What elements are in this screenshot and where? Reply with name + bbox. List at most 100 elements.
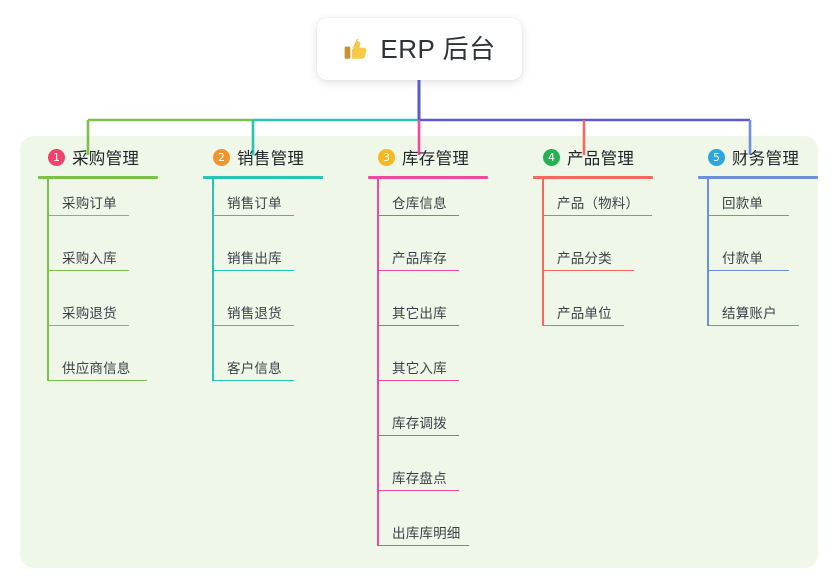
- list-item-underline: [377, 489, 459, 492]
- column-items: 采购订单采购入库采购退货供应商信息: [38, 178, 158, 399]
- list-item-underline: [212, 379, 294, 382]
- column-items: 销售订单销售出库销售退货客户信息: [203, 178, 323, 399]
- column-header-2[interactable]: 2 销售管理: [203, 146, 323, 168]
- list-item-label: 产品库存: [392, 250, 447, 266]
- list-item-underline: [47, 324, 129, 327]
- list-item-label: 供应商信息: [62, 360, 131, 376]
- thumbs-up-icon: [343, 36, 369, 62]
- list-item[interactable]: 产品分类: [533, 234, 673, 289]
- list-item-underline: [47, 379, 147, 382]
- list-item[interactable]: 采购退货: [38, 289, 178, 344]
- content-panel: [20, 136, 818, 568]
- column-spine: [707, 178, 709, 325]
- list-item[interactable]: 采购入库: [38, 234, 178, 289]
- list-item-label: 产品（物料）: [557, 195, 640, 211]
- list-item-underline: [47, 214, 129, 217]
- list-item[interactable]: 库存盘点: [368, 454, 508, 509]
- list-item[interactable]: 供应商信息: [38, 344, 178, 399]
- column-spine: [212, 178, 214, 380]
- column-header-rule: [698, 176, 818, 179]
- list-item-underline: [377, 324, 459, 327]
- list-item[interactable]: 仓库信息: [368, 179, 508, 234]
- number-badge-icon: 5: [708, 148, 725, 166]
- column-2: 2 销售管理销售订单销售出库销售退货客户信息: [203, 146, 323, 399]
- list-item-label: 客户信息: [227, 360, 282, 376]
- list-item-label: 回款单: [722, 195, 764, 211]
- list-item[interactable]: 出库库明细: [368, 509, 508, 564]
- list-item[interactable]: 结算账户: [698, 289, 838, 344]
- list-item[interactable]: 销售出库: [203, 234, 343, 289]
- list-item-underline: [707, 269, 789, 272]
- list-item[interactable]: 销售退货: [203, 289, 343, 344]
- root-node[interactable]: ERP 后台: [317, 18, 522, 80]
- list-item[interactable]: 其它出库: [368, 289, 508, 344]
- list-item-label: 产品分类: [557, 250, 612, 266]
- list-item[interactable]: 付款单: [698, 234, 838, 289]
- list-item-label: 采购订单: [62, 195, 117, 211]
- list-item-label: 销售订单: [227, 195, 282, 211]
- column-title: 财务管理: [732, 150, 800, 168]
- column-header-1[interactable]: 1 采购管理: [38, 146, 158, 168]
- column-title: 销售管理: [237, 150, 305, 168]
- column-header-rule: [203, 176, 323, 179]
- number-badge-icon: 1: [48, 148, 65, 166]
- list-item-underline: [212, 214, 294, 217]
- list-item-label: 付款单: [722, 250, 764, 266]
- list-item-underline: [377, 434, 459, 437]
- column-items: 回款单付款单结算账户: [698, 178, 818, 344]
- list-item-label: 出库库明细: [392, 525, 461, 541]
- list-item-label: 采购入库: [62, 250, 117, 266]
- list-item-label: 产品单位: [557, 305, 612, 321]
- column-header-5[interactable]: 5 财务管理: [698, 146, 818, 168]
- column-5: 5 财务管理回款单付款单结算账户: [698, 146, 818, 344]
- root-title: ERP 后台: [380, 34, 496, 64]
- list-item-label: 销售出库: [227, 250, 282, 266]
- list-item-underline: [212, 269, 294, 272]
- list-item[interactable]: 库存调拨: [368, 399, 508, 454]
- column-header-rule: [368, 176, 488, 179]
- list-item-underline: [212, 324, 294, 327]
- list-item[interactable]: 客户信息: [203, 344, 343, 399]
- number-badge-icon: 3: [378, 148, 395, 166]
- list-item-underline: [377, 214, 459, 217]
- column-spine: [47, 178, 49, 380]
- number-badge-icon: 4: [543, 148, 560, 166]
- column-header-4[interactable]: 4 产品管理: [533, 146, 653, 168]
- column-header-rule: [38, 176, 158, 179]
- list-item[interactable]: 产品库存: [368, 234, 508, 289]
- number-badge-icon: 2: [213, 148, 230, 166]
- list-item-underline: [707, 324, 799, 327]
- list-item-underline: [542, 214, 652, 217]
- list-item[interactable]: 采购订单: [38, 179, 178, 234]
- list-item-underline: [377, 544, 469, 547]
- list-item-label: 其它出库: [392, 305, 447, 321]
- root-node-content: ERP 后台: [343, 36, 495, 62]
- list-item-label: 库存盘点: [392, 470, 447, 486]
- column-header-rule: [533, 176, 653, 179]
- list-item-label: 库存调拨: [392, 415, 447, 431]
- column-spine: [542, 178, 544, 325]
- list-item[interactable]: 其它入库: [368, 344, 508, 399]
- list-item-label: 销售退货: [227, 305, 282, 321]
- list-item-underline: [542, 324, 624, 327]
- list-item-underline: [47, 269, 129, 272]
- list-item-label: 其它入库: [392, 360, 447, 376]
- list-item-label: 采购退货: [62, 305, 117, 321]
- column-1: 1 采购管理采购订单采购入库采购退货供应商信息: [38, 146, 158, 399]
- column-4: 4 产品管理产品（物料） 产品分类产品单位: [533, 146, 653, 344]
- list-item-label: 结算账户: [722, 305, 777, 321]
- column-header-3[interactable]: 3 库存管理: [368, 146, 488, 168]
- column-spine: [377, 178, 379, 545]
- column-title: 产品管理: [567, 150, 635, 168]
- list-item[interactable]: 回款单: [698, 179, 838, 234]
- list-item-underline: [377, 269, 459, 272]
- column-items: 产品（物料） 产品分类产品单位: [533, 178, 653, 344]
- list-item[interactable]: 产品单位: [533, 289, 673, 344]
- column-title: 采购管理: [72, 150, 140, 168]
- list-item-underline: [707, 214, 789, 217]
- list-item[interactable]: 销售订单: [203, 179, 343, 234]
- list-item[interactable]: 产品（物料）: [533, 179, 673, 234]
- column-title: 库存管理: [402, 150, 470, 168]
